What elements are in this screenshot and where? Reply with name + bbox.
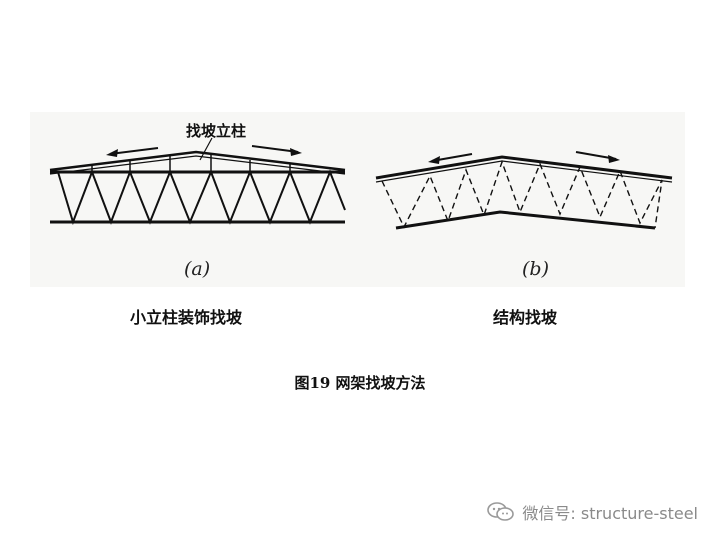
diagram-b-truss xyxy=(375,151,673,230)
figure-panel xyxy=(30,112,685,287)
truss-diagrams xyxy=(49,137,673,230)
figure-title: 图19 网架找坡方法 xyxy=(294,374,426,392)
wechat-icon xyxy=(487,502,515,521)
sub-label-a: (a) xyxy=(184,258,211,280)
sub-label-b: (b) xyxy=(522,258,549,280)
callout-label-posts: 找坡立柱 xyxy=(186,122,247,140)
watermark-text: 微信号: structure-steel xyxy=(522,504,698,523)
caption-b: 结构找坡 xyxy=(493,308,558,327)
caption-a: 小立柱装饰找坡 xyxy=(130,308,243,327)
diagram-a-truss xyxy=(49,137,346,226)
watermark: 微信号: structure-steel xyxy=(486,500,698,524)
